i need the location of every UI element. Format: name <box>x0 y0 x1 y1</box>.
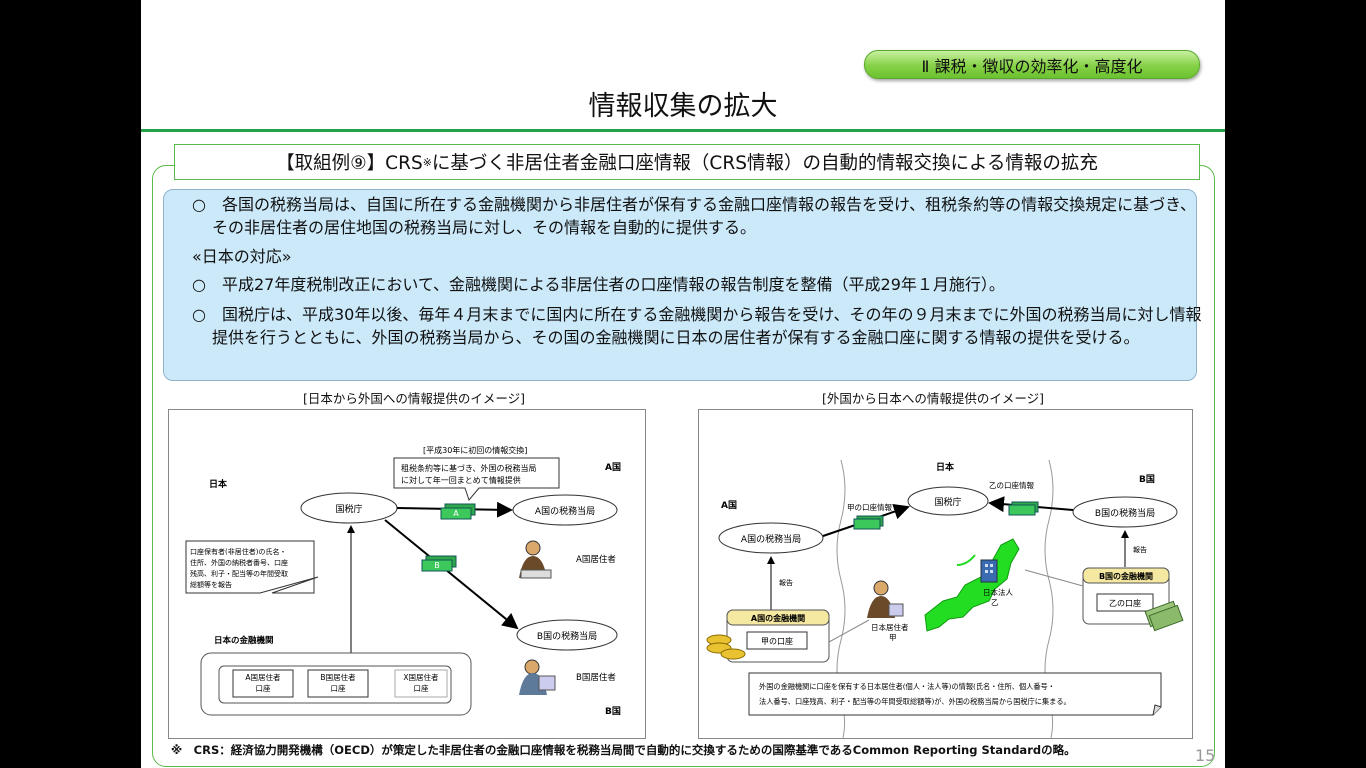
country-a-label: A国 <box>605 462 621 473</box>
right-diagram-svg: 日本 A国 B国 国税庁 A国の税務当局 B国の税務当局 甲の口座情報 乙の口座… <box>706 459 1184 739</box>
frame-title: 【取組例⑨】CRS※に基づく非居住者金融口座情報（CRS情報）の自動的情報交換に… <box>174 144 1200 180</box>
callout-box: 租税条約等に基づき、外国の税務当局 に対して年一回まとめて情報提供 <box>393 457 560 502</box>
slide: Ⅱ 課税・徴収の効率化・高度化 情報収集の拡大 【取組例⑨】CRS※に基づく非居… <box>141 0 1225 768</box>
rd-info-ko-label: 甲の口座情報 <box>847 502 892 512</box>
rd-note-box: 外国の金融機関に口座を保有する日本居住者(個人・法人等)の情報(氏名・住所、個人… <box>748 672 1162 716</box>
account-x-line-2: 口座 <box>414 683 429 693</box>
rd-packet-otsu-icon <box>1008 501 1039 516</box>
rd-country-a-label: A国 <box>721 500 737 511</box>
arrow-to-b <box>384 519 519 630</box>
resident-b-label: B国居住者 <box>576 672 616 683</box>
summary-paragraph-2: ○ 平成27年度税制改正において、金融機関による非居住者の口座情報の報告制度を整… <box>192 275 1005 294</box>
japan-map <box>924 538 1020 632</box>
summary-heading: «日本の対応» <box>192 247 292 266</box>
packet-a-label: A <box>453 509 459 518</box>
rd-corp-line-2: 乙 <box>991 598 999 607</box>
packet-a-icon: A <box>440 503 476 520</box>
tax-authority-a-label: A国の税務当局 <box>535 505 595 517</box>
section-badge: Ⅱ 課税・徴収の効率化・高度化 <box>864 50 1200 79</box>
nta-node: 国税庁 <box>300 492 398 524</box>
rd-report-b: 報告 <box>1133 545 1147 554</box>
japan-map-detail <box>956 554 976 566</box>
title-divider <box>141 129 1225 132</box>
rd-info-otsu-label: 乙の口座情報 <box>989 480 1034 490</box>
resident-a-label: A国居住者 <box>576 554 616 565</box>
report-note-line-4: 総額等を報告 <box>190 580 232 589</box>
fi-label: 日本の金融機関 <box>214 635 274 646</box>
report-note-box: 口座保有者(非居住者)の氏名・ 住所、外国の納税者番号、口座 残高、利子・配当等… <box>185 540 319 594</box>
account-b-line-2: 口座 <box>331 683 346 693</box>
cash-icon <box>1144 600 1184 632</box>
first-exchange-label: [平成30年に初回の情報交換] <box>423 445 527 455</box>
rd-japan-label: 日本 <box>936 461 955 473</box>
report-note-line-3: 残高、利子・配当等の年間受取 <box>190 569 288 578</box>
account-a: A国居住者 口座 <box>232 669 294 698</box>
frame-title-rest: に基づく非居住者金融口座情報（CRS情報）の自動的情報交換による情報の拡充 <box>431 153 1098 174</box>
report-note-line-2: 住所、外国の納税者番号、口座 <box>190 558 288 567</box>
rd-report-a: 報告 <box>779 578 793 587</box>
left-diagram: [平成30年に初回の情報交換] 租税条約等に基づき、外国の税務当局 に対して年一… <box>168 409 646 739</box>
page-title: 情報収集の拡大 <box>588 91 778 122</box>
account-a-line-2: 口座 <box>256 683 271 693</box>
rd-tax-a-node: A国の税務当局 <box>718 522 824 554</box>
rd-tax-b-label: B国の税務当局 <box>1095 507 1155 519</box>
tax-authority-b-node: B国の税務当局 <box>516 619 618 651</box>
rd-connector-ko <box>828 619 870 643</box>
packet-b-label: B <box>434 561 440 570</box>
account-x-line-1: X国居住者 <box>403 672 439 682</box>
rd-tax-a-label: A国の税務当局 <box>741 533 801 545</box>
rd-connector-otsu <box>1024 569 1084 587</box>
rd-resident-line-2: 甲 <box>889 633 897 642</box>
frame-title-sup: ※ <box>422 155 432 169</box>
rd-acct-otsu-label: 乙の口座 <box>1109 598 1141 608</box>
summary-box: ○ 各国の税務当局は、自国に所在する金融機関から非居住者が保有する金融口座情報の… <box>163 189 1202 381</box>
rd-note-line-1: 外国の金融機関に口座を保有する日本居住者(個人・法人等)の情報(氏名・住所、個人… <box>759 682 1055 691</box>
left-diagram-svg: [平成30年に初回の情報交換] 租税条約等に基づき、外国の税務当局 に対して年一… <box>185 445 621 717</box>
person-b-icon <box>519 659 556 695</box>
right-diagram-caption: [外国から日本への情報提供のイメージ] <box>822 391 1045 406</box>
rd-fi-a-box: A国の金融機関 甲の口座 <box>726 609 830 663</box>
account-b: B国居住者 口座 <box>307 669 369 698</box>
tax-authority-a-node: A国の税務当局 <box>512 494 618 526</box>
rd-country-b-label: B国 <box>1139 474 1155 485</box>
callout-line-2: に対して年一回まとめて情報提供 <box>401 475 521 485</box>
summary-paragraph-1: ○ 各国の税務当局は、自国に所在する金融機関から非居住者が保有する金融口座情報の… <box>192 195 1197 237</box>
building-icon <box>980 559 998 583</box>
rd-fi-a-label: A国の金融機関 <box>751 613 805 623</box>
packet-b-icon: B <box>421 555 457 572</box>
rd-fi-b-label: B国の金融機関 <box>1099 571 1153 581</box>
person-a-icon <box>519 540 552 579</box>
rd-nta-node: 国税庁 <box>907 486 989 516</box>
coins-icon <box>706 634 746 660</box>
frame-title-prefix: 【取組例⑨】CRS <box>276 153 423 174</box>
summary-paragraph-3: ○ 国税庁は、平成30年以後、毎年４月末までに国内に所在する金融機関から報告を受… <box>192 305 1202 347</box>
footnote: ※ CRS：経済協力開発機構（OECD）が策定した非居住者の金融口座情報を税務当… <box>171 743 1076 757</box>
report-note-line-1: 口座保有者(非居住者)の氏名・ <box>190 547 286 556</box>
page-number: 15 <box>1195 746 1216 765</box>
rd-fi-b-box: B国の金融機関 乙の口座 <box>1082 567 1170 625</box>
rd-packet-ko-icon <box>853 515 884 530</box>
rd-resident-line-1: 日本居住者 <box>871 622 909 632</box>
account-x: X国居住者 口座 <box>394 669 448 698</box>
account-b-line-1: B国居住者 <box>320 672 356 682</box>
rd-corp-line-1: 日本法人 <box>983 587 1013 597</box>
account-a-line-1: A国居住者 <box>245 672 281 682</box>
callout-line-1: 租税条約等に基づき、外国の税務当局 <box>401 463 536 473</box>
tax-authority-b-label: B国の税務当局 <box>537 630 597 642</box>
japan-label: 日本 <box>209 478 228 490</box>
rd-note-line-2: 法人番号、口座残高、利子・配当等の年間受取総額等)が、外国の税務当局から国税庁に… <box>759 697 1071 706</box>
right-diagram: 日本 A国 B国 国税庁 A国の税務当局 B国の税務当局 甲の口座情報 乙の口座… <box>698 409 1193 739</box>
country-b-label: B国 <box>605 706 621 717</box>
rd-acct-ko-label: 甲の口座 <box>761 636 793 646</box>
left-diagram-caption: [日本から外国への情報提供のイメージ] <box>303 391 526 406</box>
nta-label: 国税庁 <box>335 503 362 515</box>
rd-person-icon <box>867 580 904 618</box>
rd-tax-b-node: B国の税務当局 <box>1072 496 1178 528</box>
rd-nta-label: 国税庁 <box>934 496 961 508</box>
